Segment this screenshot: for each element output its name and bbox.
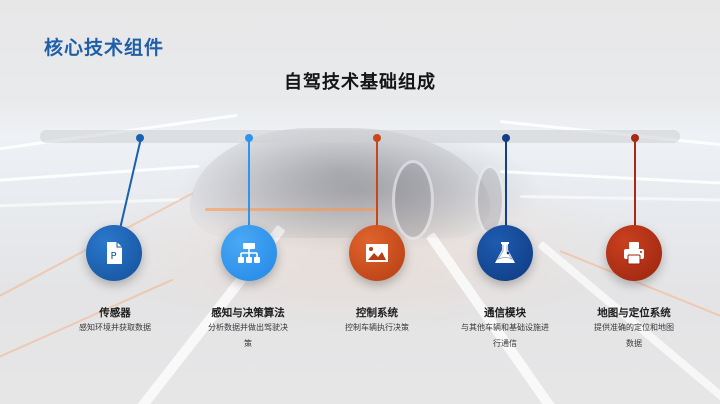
- document-p-icon: P: [107, 242, 122, 264]
- flask-icon: [495, 242, 515, 263]
- component-description: 控制车辆执行决策: [345, 323, 409, 332]
- svg-text:P: P: [111, 251, 117, 262]
- component-icon-button[interactable]: [349, 225, 405, 281]
- component-icon-button[interactable]: [221, 225, 277, 281]
- component-icon-button[interactable]: P: [86, 225, 142, 281]
- component-title: 通信模块: [484, 307, 526, 319]
- connector-dot: [502, 134, 510, 142]
- page-title: 自驾技术基础组成: [284, 72, 436, 93]
- printer-icon: [624, 242, 644, 265]
- component-icon-button[interactable]: [477, 225, 533, 281]
- component-title: 地图与定位系统: [597, 307, 671, 319]
- component-icon-button[interactable]: [606, 225, 662, 281]
- component-description: 感知环境并获取数据: [79, 323, 151, 332]
- component-description: 与其他车辆和基础设施进行通信: [461, 323, 549, 348]
- component-description: 提供准确的定位和地图数据: [594, 323, 674, 348]
- component-description: 分析数据并做出驾驶决策: [208, 323, 288, 348]
- connector-dot: [136, 134, 144, 142]
- connector-line: [376, 138, 378, 230]
- component-title: 控制系统: [356, 307, 398, 319]
- connector-line: [505, 138, 507, 230]
- connector-dot: [631, 134, 639, 142]
- connector-line: [248, 138, 250, 230]
- image-icon: [366, 244, 388, 262]
- connector-line: [634, 138, 636, 230]
- connector-dot: [373, 134, 381, 142]
- component-title: 传感器: [99, 307, 131, 319]
- hierarchy-icon: [238, 243, 260, 263]
- timeline-rail: [40, 130, 680, 143]
- section-heading: 核心技术组件: [44, 37, 165, 59]
- component-title: 感知与决策算法: [211, 307, 285, 319]
- connector-dot: [245, 134, 253, 142]
